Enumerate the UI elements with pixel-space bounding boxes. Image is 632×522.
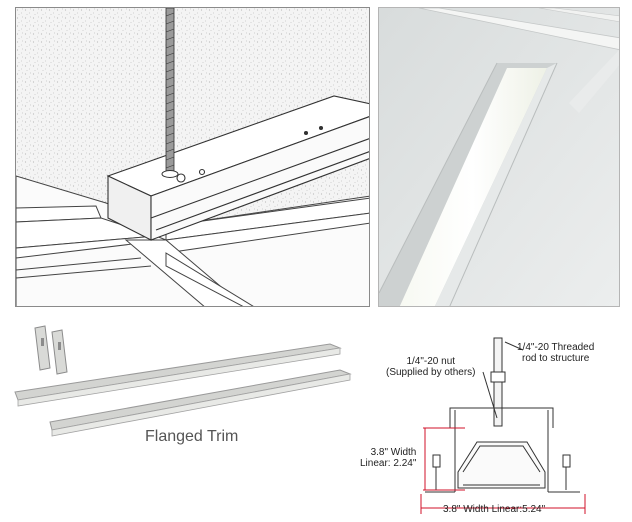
section-housing-top [449, 407, 554, 428]
installed-fixture-photo [378, 7, 620, 307]
width-label-line2: Linear: 2.24" [360, 458, 417, 469]
trim-pieces-drawing [14, 325, 352, 437]
section-clip-right [562, 454, 571, 468]
width-callout: 3.8" Width Linear: 2.24" [360, 447, 416, 469]
fixture-cross-section [420, 337, 586, 514]
trim-strip-upper [14, 343, 342, 407]
mounting-brackets [34, 325, 68, 375]
dimension-lines [420, 427, 586, 514]
rod-label-line2: rod to structure [522, 353, 590, 364]
lit-lens [399, 68, 547, 306]
flanged-trim-label: Flanged Trim [145, 428, 239, 445]
recessed-linear-light-photo [379, 8, 619, 306]
section-optic [457, 441, 546, 489]
threaded-rod-callout: 1/4"-20 Threaded rod to structure [517, 342, 594, 364]
rod-label-line1: 1/4"-20 Threaded [517, 342, 595, 353]
bottom-width-label: 3.8" Width Linear:5.24" [443, 504, 546, 515]
fixture-in-ceiling-drawing [16, 8, 369, 306]
nut-leader-line [482, 371, 498, 419]
ceiling-grid [16, 197, 369, 306]
nut-callout: 1/4"-20 nut (Supplied by others) [386, 356, 476, 378]
flanged-trim-parts [10, 318, 360, 478]
nut-label-line1: 1/4"-20 nut [406, 356, 456, 367]
threaded-rod [161, 8, 179, 178]
cross-section-diagram [355, 330, 632, 517]
ceiling-grid-runner [418, 8, 619, 50]
section-nut [490, 371, 506, 383]
nut-label-line2: (Supplied by others) [386, 367, 476, 378]
installation-illustration [15, 7, 370, 307]
trim-strip-lower [49, 369, 352, 437]
width-label-line1: 3.8" Width [370, 447, 417, 458]
section-clip-left [432, 454, 441, 468]
